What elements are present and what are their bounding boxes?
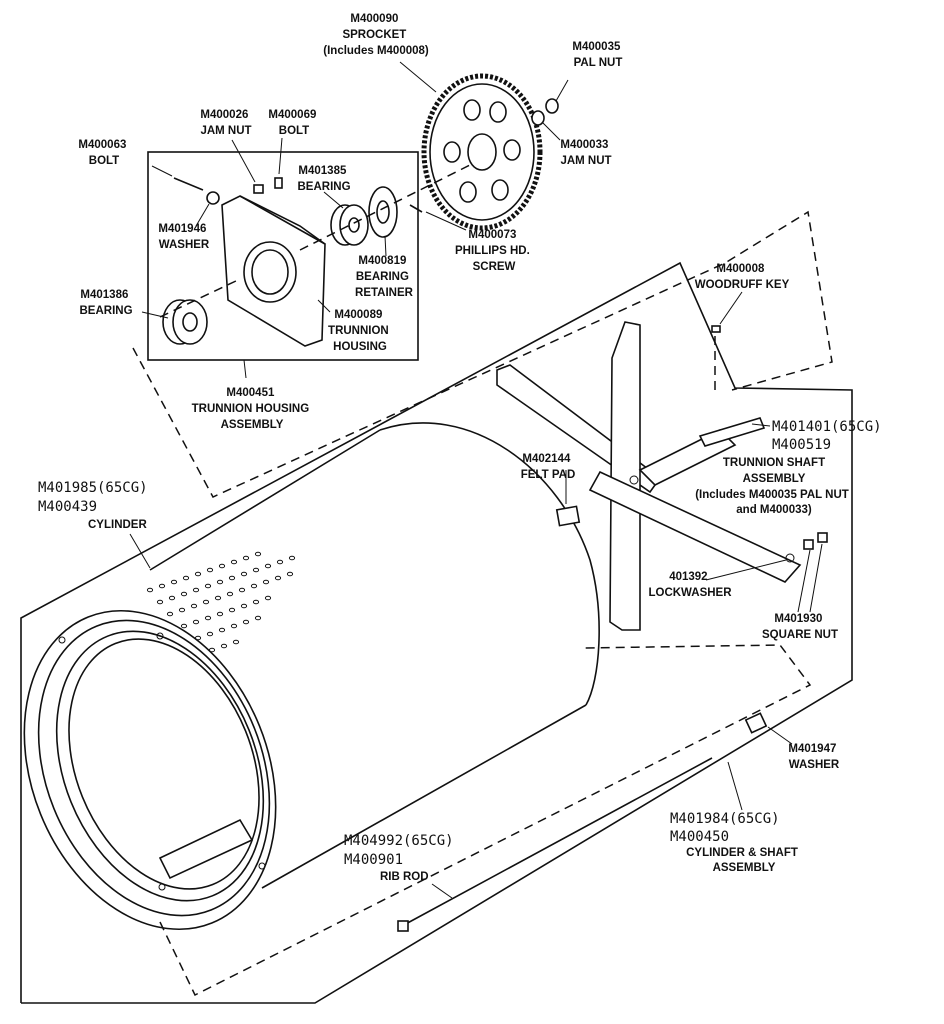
label-bolt-left: M400063 BOLT [78, 139, 129, 167]
label-cylinder-shaft-assembly: M401984(65CG) M400450 CYLINDER & SHAFT A… [670, 810, 802, 874]
label-lockwasher: 401392 LOCKWASHER [648, 571, 732, 599]
cylinder-drum [23, 422, 600, 931]
label-jam-nut-top: M400033 JAM NUT [560, 139, 611, 167]
washer-right-part [744, 712, 768, 734]
rib-rod-part [401, 757, 713, 927]
square-nut-a [803, 539, 814, 550]
label-housing-assembly: M400451 TRUNNION HOUSING ASSEMBLY [192, 387, 313, 431]
label-felt-pad: M402144 FELT PAD [521, 453, 576, 481]
bearing-left-part [162, 299, 208, 345]
label-square-nut: M401930 SQUARE NUT [762, 613, 838, 641]
label-cylinder: M401985(65CG) M400439 CYLINDER [38, 479, 152, 531]
sprocket-part [421, 73, 543, 231]
label-shaft-assembly: M401401(65CG) M400519 TRUNNION SHAFT ASS… [695, 418, 885, 516]
bearing-top-part [330, 204, 369, 246]
trunnion-housing-assembly-box [147, 151, 419, 361]
label-woodruff-key: M400008 WOODRUFF KEY [695, 263, 790, 291]
label-rib-rod: M404992(65CG) M400901 RIB ROD [344, 832, 458, 883]
trunnion-shaft-frame [496, 321, 802, 631]
shaft-assembly-outline [132, 210, 833, 498]
woodruff-key-part [711, 325, 721, 333]
jam-nut-top-part [531, 110, 545, 126]
label-jam-nut-left: M400026 JAM NUT [200, 109, 251, 137]
label-bolt-top: M400069 BOLT [268, 109, 319, 137]
label-bearing-top: M401385 BEARING [297, 165, 350, 193]
label-bearing-left: M401386 BEARING [79, 289, 132, 317]
bearing-retainer-part [368, 186, 398, 238]
bolt-top-part [274, 177, 283, 189]
washer-left-part [206, 191, 220, 205]
label-washer-left: M401946 WASHER [158, 223, 210, 251]
felt-pad-part [555, 505, 581, 527]
label-trunnion-housing: M400089 TRUNNION HOUSING [328, 309, 392, 353]
cylinder-assembly-outline [20, 261, 853, 1004]
leader-lines [129, 61, 823, 899]
label-pal-nut: M400035 PAL NUT [572, 41, 623, 69]
label-washer-right: M401947 WASHER [788, 743, 840, 771]
lockwasher-part [785, 553, 795, 563]
cylinder-perforations [146, 551, 296, 653]
bolt-left-part [173, 177, 204, 191]
label-phillips-screw: M400073 PHILLIPS HD. SCREW [455, 229, 533, 273]
trunnion-housing-part [221, 195, 326, 347]
jam-nut-left-part [253, 184, 264, 194]
phillips-screw-part [409, 204, 423, 213]
label-bearing-retainer: M400819 BEARING RETAINER [355, 255, 414, 299]
rib-rod-outline [159, 644, 812, 997]
label-sprocket: M400090 SPROCKET (Includes M400008) [323, 13, 429, 57]
pal-nut-part [545, 98, 559, 114]
axis-line-b [299, 164, 471, 251]
square-nut-b [817, 532, 828, 543]
